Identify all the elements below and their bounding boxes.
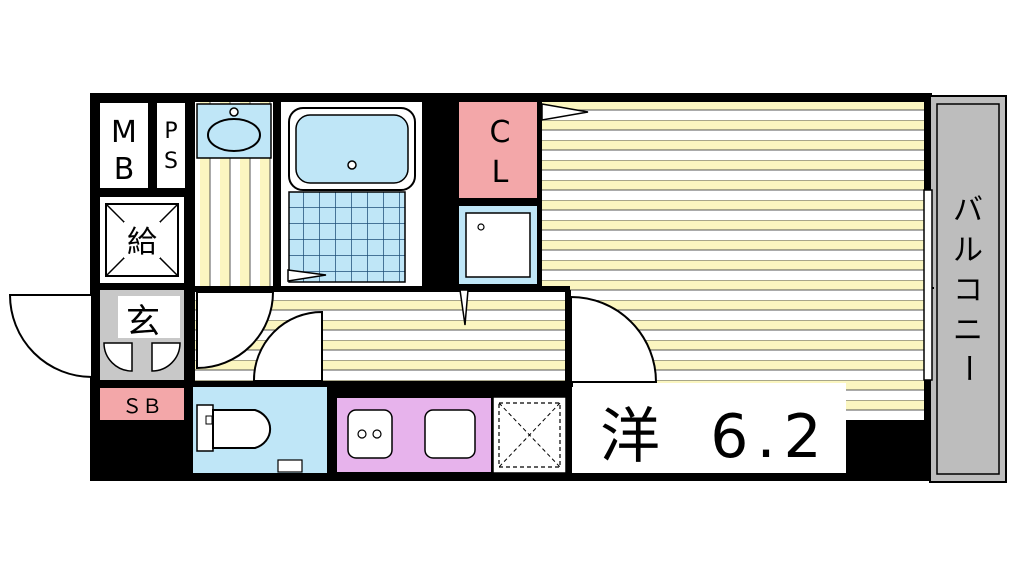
balcony-label-1: バ: [953, 193, 983, 228]
ps-label-p: P: [164, 119, 177, 144]
toilet-door-swing: [252, 310, 323, 382]
entrance-label: 玄: [126, 302, 160, 342]
closet: [459, 102, 537, 198]
sink-icon: [424, 409, 476, 459]
sb-label: ＳＢ: [122, 394, 162, 418]
washbasin-icon: [207, 118, 261, 152]
western-room-label: 洋: [600, 402, 660, 472]
wall-block: [846, 424, 932, 481]
water-heater-label: 給: [127, 225, 157, 260]
western-room-floor: [542, 102, 924, 288]
balcony-label-3: コ: [953, 273, 983, 308]
bathroom-tile-floor: [288, 191, 406, 283]
toilet-icon: [212, 409, 272, 449]
balcony-label-5: ー: [950, 353, 985, 383]
western-room-label-box: [570, 383, 846, 473]
cl-label-l: L: [492, 155, 509, 190]
ps-label-s: S: [164, 149, 178, 174]
balcony-inner: [936, 103, 1000, 475]
entry-door-swing: [8, 294, 93, 379]
cl-label-c: C: [490, 115, 511, 150]
stove-icon: [347, 409, 393, 459]
room-door-swing: [570, 295, 658, 383]
sb-box: [100, 388, 184, 420]
balcony-window: [923, 189, 933, 381]
washroom-door-swing: [196, 291, 275, 370]
mb-label-m: M: [111, 115, 137, 150]
balcony-label-4: ニ: [953, 313, 983, 348]
ps-box: [157, 103, 185, 188]
balcony-label-2: ル: [953, 233, 983, 268]
western-room-size: 6.2: [710, 402, 829, 472]
mb-label-b: B: [114, 152, 135, 187]
mb-box: [100, 103, 148, 188]
